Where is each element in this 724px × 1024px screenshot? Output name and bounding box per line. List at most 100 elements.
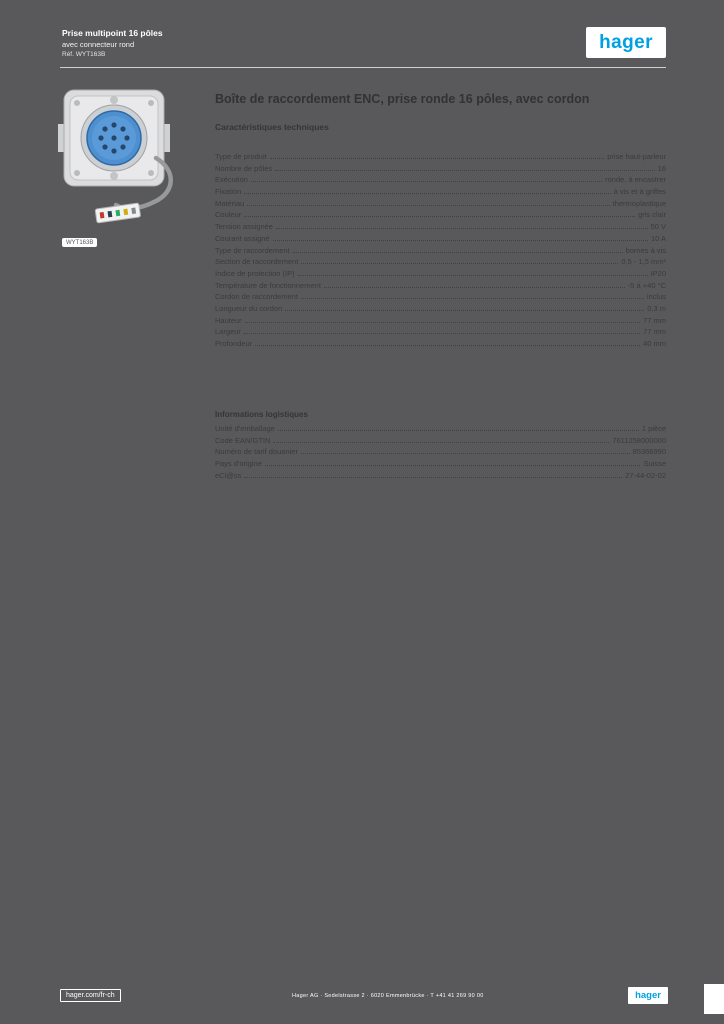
spec-value: thermoplastique (612, 198, 666, 208)
dotted-leader (244, 321, 641, 323)
dotted-leader (247, 204, 610, 206)
spec-label: Température de fonctionnement (215, 280, 321, 290)
spec-label: Numéro de tarif douanier (215, 447, 298, 457)
dotted-leader (297, 274, 648, 276)
spec-label: Nombre de pôles (215, 163, 273, 173)
spec-value: 10 A (650, 233, 666, 243)
product-photo (56, 86, 176, 236)
dotted-leader (275, 169, 655, 171)
hager-logo-text: hager (599, 31, 653, 53)
spec-label: Pays d'origine (215, 459, 262, 469)
dotted-leader (323, 286, 625, 288)
spec-label: Hauteur (215, 315, 242, 325)
spec-row: Nombre de pôles 16 (215, 164, 666, 176)
spec-label: Couleur (215, 210, 242, 220)
spec-row: Type de raccordement bornes à vis (215, 246, 666, 258)
spec-row: Indice de protection (IP) IP20 (215, 269, 666, 281)
technical-data-heading: Caractéristiques techniques (215, 122, 329, 132)
spec-label: Courant assigné (215, 233, 270, 243)
spec-row: Longueur du cordon 0,3 m (215, 304, 666, 316)
spec-list-logistics: Unité d'emballage 1 pièce Code EAN/GTIN … (215, 424, 666, 482)
spec-value: 50 V (650, 222, 666, 232)
spec-value: gris clair (638, 210, 666, 220)
dotted-leader (244, 476, 623, 478)
spec-value: 77 mm (643, 315, 666, 325)
logistics-heading: Informations logistiques (215, 410, 308, 419)
header-product-family: Prise multipoint 16 pôles (62, 28, 163, 38)
spec-value: 16 (657, 163, 666, 173)
spec-row: Matériau thermoplastique (215, 199, 666, 211)
product-photo-illustration (58, 89, 173, 224)
header-divider (60, 67, 666, 68)
spec-label: eCl@ss (215, 470, 242, 480)
spec-label: Type de raccordement (215, 245, 290, 255)
dotted-leader (269, 158, 605, 159)
spec-label: Exécution (215, 175, 248, 185)
spec-row: Profondeur 40 mm (215, 339, 666, 351)
spec-row: Courant assigné 10 A (215, 234, 666, 246)
page-title: Boîte de raccordement ENC, prise ronde 1… (215, 92, 590, 106)
spec-label: Code EAN/GTIN (215, 435, 271, 445)
spec-value: -5 à +40 °C (627, 280, 666, 290)
spec-value: 40 mm (643, 339, 666, 348)
page-header: Prise multipoint 16 pôles avec connecteu… (62, 28, 242, 58)
spec-value: ronde, à encastrer (605, 175, 666, 185)
spec-row: Cordon de raccordement inclus (215, 292, 666, 304)
dotted-leader (255, 345, 641, 346)
spec-row: Unité d'emballage 1 pièce (215, 424, 666, 436)
dotted-leader (273, 441, 610, 443)
spec-value: prise haut-parleur (607, 152, 666, 161)
header-product-subline: avec connecteur rond (62, 40, 135, 49)
spec-value: 77 mm (643, 327, 666, 337)
dotted-leader (285, 309, 645, 311)
product-reference-badge: WYT163B (62, 238, 98, 247)
spec-label: Cordon de raccordement (215, 292, 298, 302)
footer-address: Hager AG · Sedelstrasse 2 · 6020 Emmenbr… (292, 993, 484, 999)
spec-label: Indice de protection (IP) (215, 268, 295, 278)
dotted-leader (272, 239, 648, 241)
spec-label: Fixation (215, 187, 242, 197)
dotted-leader (300, 298, 644, 300)
dotted-leader (277, 430, 639, 431)
spec-row: eCl@ss 27-44-02-02 (215, 471, 666, 483)
dotted-leader (264, 465, 641, 467)
dotted-leader (243, 333, 641, 335)
spec-row: Largeur 77 mm (215, 327, 666, 339)
spec-value: IP20 (650, 268, 666, 278)
dotted-leader (292, 251, 623, 253)
spec-label: Tension assignée (215, 222, 273, 232)
spec-row: Pays d'origine Suisse (215, 459, 666, 471)
spec-value: 1 pièce (641, 424, 666, 433)
spec-value: bornes à vis (625, 245, 666, 255)
dotted-leader (250, 181, 603, 183)
spec-row: Type de produit prise haut-parleur (215, 152, 666, 164)
spec-list-technical: Type de produit prise haut-parleur Nombr… (215, 152, 666, 351)
footer-hager-logo-text: hager (635, 990, 661, 1001)
spec-row: Couleur gris clair (215, 210, 666, 222)
spec-label: Profondeur (215, 339, 253, 348)
spec-value: inclus (646, 292, 666, 302)
spec-value: à vis et à griffes (613, 187, 666, 197)
spec-row: Code EAN/GTIN 7611258000000 (215, 436, 666, 448)
spec-row: Numéro de tarif douanier 85366990 (215, 447, 666, 459)
spec-value: 0,3 m (647, 303, 666, 313)
footer-corner-block (704, 984, 724, 1014)
spec-row: Exécution ronde, à encastrer (215, 175, 666, 187)
dotted-leader (244, 193, 611, 195)
header-reference: Réf. WYT163B (62, 51, 106, 58)
dotted-leader (244, 216, 636, 218)
dotted-leader (301, 263, 619, 265)
spec-label: Section de raccordement (215, 257, 299, 267)
spec-value: 85366990 (632, 447, 666, 457)
footer-website-link[interactable]: hager.com/fr-ch (60, 989, 121, 1002)
spec-row: Tension assignée 50 V (215, 222, 666, 234)
spec-label: Type de produit (215, 152, 267, 161)
spec-value: 27-44-02-02 (625, 470, 666, 480)
spec-row: Section de raccordement 0,5 - 1,5 mm² (215, 257, 666, 269)
spec-value: Suisse (643, 459, 666, 469)
dotted-leader (275, 228, 648, 230)
spec-label: Largeur (215, 327, 241, 337)
spec-row: Hauteur 77 mm (215, 316, 666, 328)
spec-label: Longueur du cordon (215, 303, 283, 313)
